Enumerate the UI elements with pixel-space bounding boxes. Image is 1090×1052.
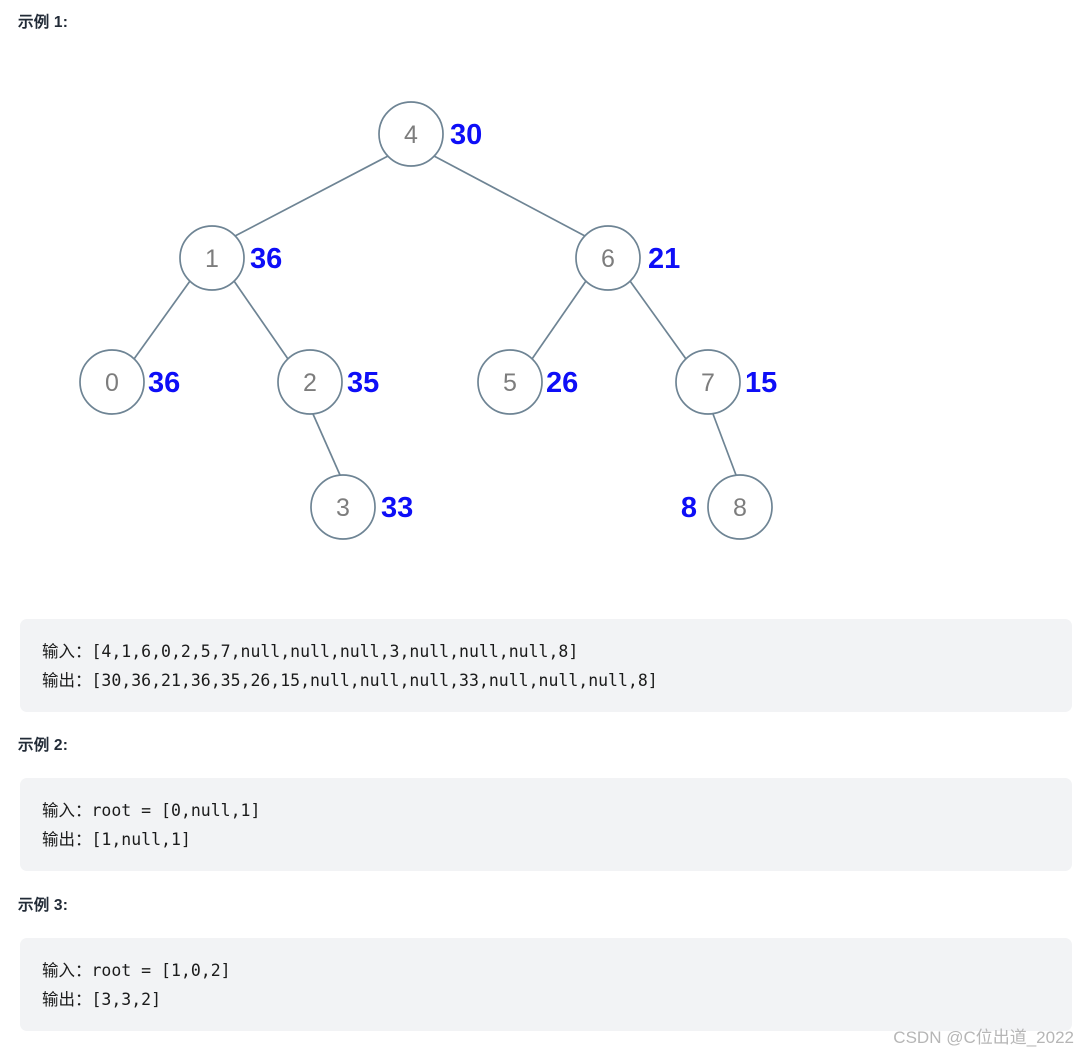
node-circle-7[interactable] xyxy=(675,349,741,415)
example-1-heading: 示例 1: xyxy=(18,14,69,31)
example-3-code-block: 输入：root = [1,0,2] 输出：[3,3,2] xyxy=(20,938,1072,1031)
tree-node-6[interactable]: 6 21 xyxy=(575,225,680,291)
node-sum-5: 26 xyxy=(546,367,578,399)
node-sum-4: 30 xyxy=(450,119,482,151)
tree-node-7[interactable]: 7 15 xyxy=(675,349,777,415)
edge-7-to-8 xyxy=(712,413,737,476)
node-key-2: 2 xyxy=(303,369,317,397)
example-3-input-line: 输入：root = [1,0,2] xyxy=(42,961,231,980)
example-3-output-line: 输出：[3,3,2] xyxy=(42,990,162,1009)
node-circle-1[interactable] xyxy=(179,225,245,291)
node-key-0: 0 xyxy=(105,369,119,397)
node-circle-6[interactable] xyxy=(575,225,641,291)
csdn-watermark: CSDN @C位出道_2022 xyxy=(893,1028,1074,1047)
edge-6-to-7 xyxy=(629,280,687,360)
edge-2-to-3 xyxy=(312,413,341,476)
tree-svg: 4 30 1 36 6 21 0 36 2 35 xyxy=(79,101,777,540)
tree-edges xyxy=(133,155,737,476)
tree-node-5[interactable]: 5 26 xyxy=(477,349,578,415)
edge-4-to-1 xyxy=(234,155,389,237)
tree-node-4[interactable]: 4 30 xyxy=(378,101,482,167)
example-1-output-line: 输出：[30,36,21,36,35,26,15,null,null,null,… xyxy=(42,671,658,690)
node-key-4: 4 xyxy=(404,121,418,149)
node-sum-2: 35 xyxy=(347,367,379,399)
node-sum-6: 21 xyxy=(648,243,680,275)
node-key-5: 5 xyxy=(503,369,517,397)
example-2-input-line: 输入：root = [0,null,1] xyxy=(42,801,261,820)
example-2-code-block: 输入：root = [0,null,1] 输出：[1,null,1] xyxy=(20,778,1072,871)
tree-node-0[interactable]: 0 36 xyxy=(79,349,180,415)
binary-tree-diagram: 4 30 1 36 6 21 0 36 2 35 xyxy=(0,60,1090,590)
node-key-8: 8 xyxy=(733,494,747,522)
edge-1-to-2 xyxy=(233,280,289,360)
node-circle-8[interactable] xyxy=(707,474,773,540)
tree-node-1[interactable]: 1 36 xyxy=(179,225,282,291)
node-sum-8: 8 xyxy=(681,492,697,524)
node-sum-3: 33 xyxy=(381,492,413,524)
node-circle-5[interactable] xyxy=(477,349,543,415)
node-key-6: 6 xyxy=(601,245,615,273)
tree-node-2[interactable]: 2 35 xyxy=(277,349,379,415)
node-key-3: 3 xyxy=(336,494,350,522)
edge-6-to-5 xyxy=(531,280,587,360)
tree-node-3[interactable]: 3 33 xyxy=(310,474,413,540)
node-key-7: 7 xyxy=(701,369,715,397)
node-sum-1: 36 xyxy=(250,243,282,275)
node-circle-2[interactable] xyxy=(277,349,343,415)
edge-4-to-6 xyxy=(433,155,586,237)
example-2-output-line: 输出：[1,null,1] xyxy=(42,830,191,849)
node-sum-7: 15 xyxy=(745,367,777,399)
example-3-heading: 示例 3: xyxy=(18,897,69,914)
edge-1-to-0 xyxy=(133,280,191,360)
node-sum-0: 36 xyxy=(148,367,180,399)
tree-node-8[interactable]: 8 8 xyxy=(681,474,773,540)
example-2-heading: 示例 2: xyxy=(18,737,69,754)
node-key-1: 1 xyxy=(205,245,219,273)
example-1-input-line: 输入：[4,1,6,0,2,5,7,null,null,null,3,null,… xyxy=(42,642,579,661)
node-circle-0[interactable] xyxy=(79,349,145,415)
node-circle-4[interactable] xyxy=(378,101,444,167)
example-1-code-block: 输入：[4,1,6,0,2,5,7,null,null,null,3,null,… xyxy=(20,619,1072,712)
node-circle-3[interactable] xyxy=(310,474,376,540)
